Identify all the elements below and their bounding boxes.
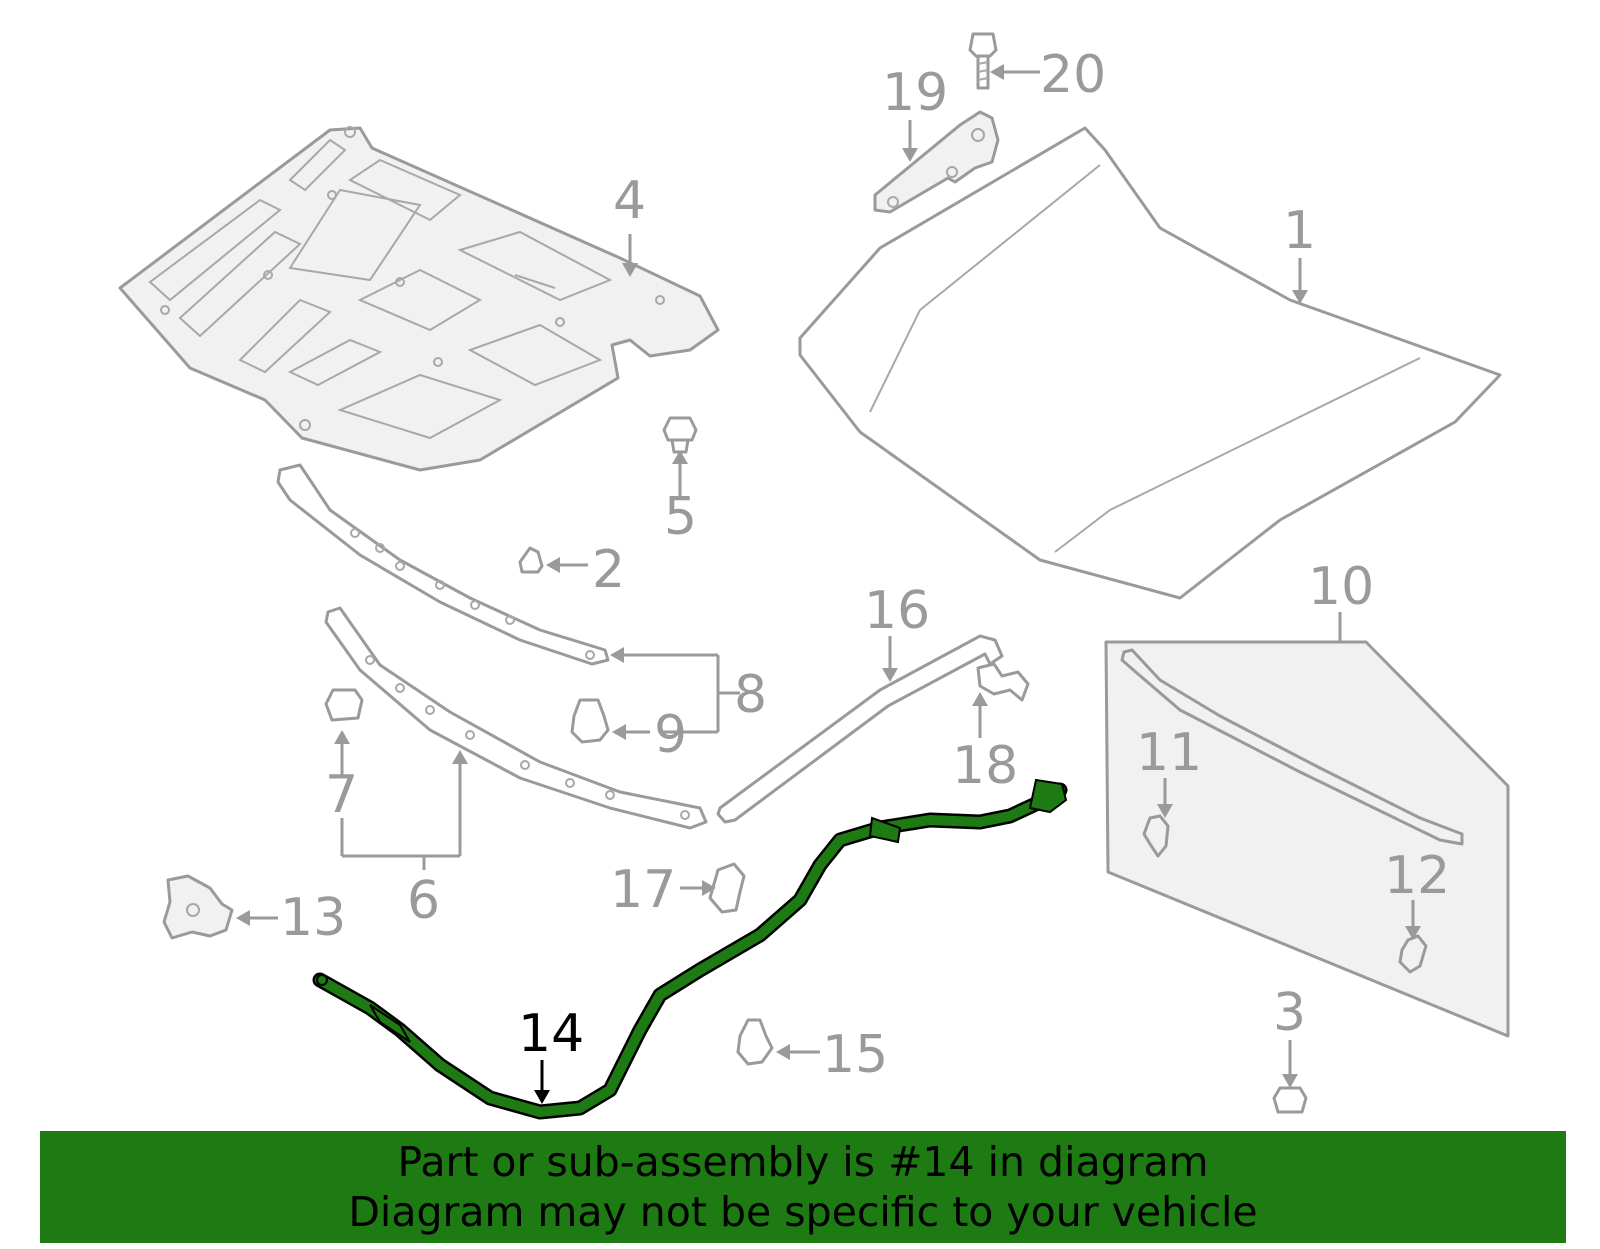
- callout-14: 14: [518, 1004, 584, 1064]
- info-banner: Part or sub-assembly is #14 in diagram D…: [40, 1131, 1566, 1243]
- cable-sleeve: [868, 816, 902, 844]
- part-7-clip[interactable]: [324, 688, 364, 722]
- callout-11: 11: [1136, 723, 1202, 783]
- callout-7: 7: [325, 765, 358, 825]
- callout-5: 5: [664, 487, 697, 547]
- part-16-prop-rod[interactable]: [716, 634, 1004, 824]
- callout-15: 15: [822, 1025, 888, 1085]
- part-15-clip[interactable]: [736, 1018, 774, 1066]
- part-9-clip[interactable]: [570, 698, 610, 744]
- part-12-clip[interactable]: [1398, 934, 1428, 974]
- callout-18: 18: [952, 736, 1018, 796]
- banner-line-1: Part or sub-assembly is #14 in diagram: [397, 1138, 1209, 1186]
- callout-12: 12: [1384, 846, 1450, 906]
- callout-13: 13: [280, 888, 346, 948]
- part-2-clip[interactable]: [518, 546, 544, 574]
- callout-4: 4: [613, 171, 646, 231]
- callout-2: 2: [592, 540, 625, 600]
- callout-17: 17: [610, 860, 676, 920]
- part-5-clip[interactable]: [662, 416, 698, 454]
- cable-end-fitting: [369, 1004, 411, 1043]
- part-11-clip[interactable]: [1142, 814, 1170, 858]
- callout-20: 20: [1040, 45, 1106, 105]
- part-4-hood-insulator[interactable]: [118, 126, 720, 472]
- part-14-hood-release-cable[interactable]: [312, 778, 1068, 1120]
- cable-release-handle: [1028, 778, 1068, 814]
- leader-lines: [236, 64, 1421, 1104]
- cable-tip: [316, 974, 328, 986]
- part-3-grommet[interactable]: [1272, 1086, 1308, 1114]
- callout-6: 6: [407, 871, 440, 931]
- part-19-hood-hinge[interactable]: [873, 110, 1000, 214]
- cable-body: [315, 785, 1065, 1117]
- callout-16: 16: [864, 581, 930, 641]
- callout-8: 8: [734, 665, 767, 725]
- part-10-weatherstrip[interactable]: [1104, 640, 1510, 1038]
- part-1-hood-panel[interactable]: [798, 126, 1502, 600]
- part-6-seal[interactable]: [324, 606, 708, 830]
- callouts: 1 2 3 4 5 6 7 8 9 10 11 12 13 14 15 16 1…: [280, 45, 1450, 1085]
- part-20-bolt[interactable]: [968, 32, 998, 90]
- banner-line-2: Diagram may not be specific to your vehi…: [348, 1188, 1258, 1236]
- part-8-seal[interactable]: [276, 463, 610, 666]
- callout-3: 3: [1273, 983, 1306, 1043]
- part-17-clip[interactable]: [708, 862, 746, 914]
- callout-9: 9: [654, 705, 687, 765]
- callout-1: 1: [1283, 201, 1316, 261]
- callout-10: 10: [1308, 557, 1374, 617]
- callout-19: 19: [882, 63, 948, 123]
- part-13-hood-latch[interactable]: [162, 874, 234, 940]
- part-18-rod-holder[interactable]: [976, 662, 1030, 702]
